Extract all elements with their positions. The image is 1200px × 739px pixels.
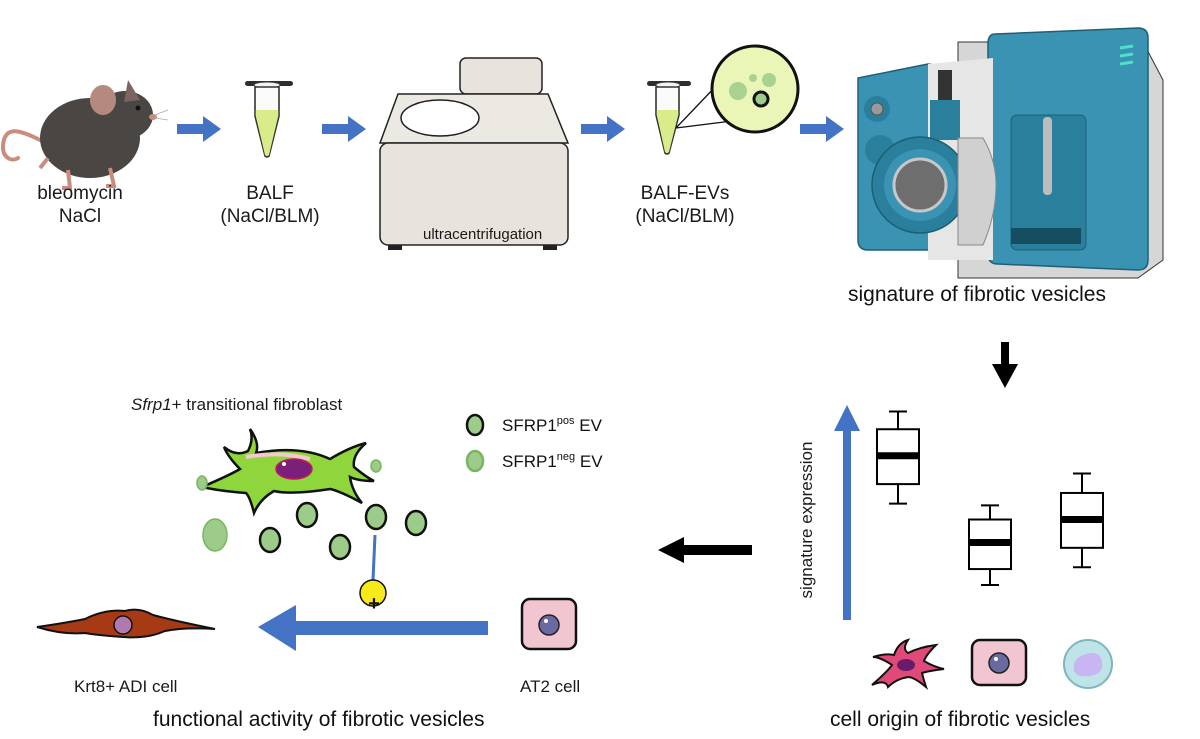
legend-pos-sup: pos bbox=[556, 414, 575, 427]
cell-origin-caption: cell origin of fibrotic vesicles bbox=[830, 708, 1091, 731]
transitional-fibroblast-icon bbox=[196, 428, 428, 561]
balf-label-line1: BALF bbox=[246, 183, 294, 204]
ev-pos-icon bbox=[465, 413, 485, 437]
at2-cell-icon bbox=[520, 597, 578, 651]
ev-legend: SFRP1pos EV SFRP1neg EV bbox=[464, 410, 603, 476]
at2-cell-label: AT2 cell bbox=[520, 677, 581, 696]
at2-cell-icon-origin bbox=[970, 638, 1028, 687]
differentiation-arrow bbox=[258, 605, 488, 651]
signature-caption: signature of fibrotic vesicles bbox=[848, 283, 1106, 306]
ev-neg-icon bbox=[465, 449, 485, 473]
activation-connector bbox=[359, 534, 387, 607]
immune-cell-icon bbox=[1063, 639, 1113, 689]
mouse-label-line1: bleomycin bbox=[37, 183, 123, 204]
functional-caption: functional activity of fibrotic vesicles bbox=[153, 708, 485, 731]
balf-label: BALF (NaCl/BLM) bbox=[210, 182, 330, 228]
boxplot-chart bbox=[876, 410, 1104, 586]
plus-sign: + bbox=[368, 593, 380, 615]
ultracentrifuge-icon bbox=[378, 57, 570, 250]
flow-arrow-3 bbox=[581, 116, 625, 142]
process-arrow-down bbox=[992, 342, 1018, 388]
legend-label-neg: SFRP1neg EV bbox=[502, 451, 603, 472]
legend-pos-suffix: EV bbox=[579, 415, 602, 435]
fibroblast-label: Sfrp1+ transitional fibroblast bbox=[131, 395, 342, 415]
mass-spectrometer-icon bbox=[857, 27, 1164, 279]
fibroblast-label-gene: Sfrp1 bbox=[131, 395, 172, 414]
legend-pos-name: SFRP1 bbox=[502, 415, 557, 435]
legend-neg-sup: neg bbox=[556, 450, 576, 463]
ultracentrifugation-label: ultracentrifugation bbox=[423, 226, 543, 243]
legend-label-pos: SFRP1pos EV bbox=[502, 415, 602, 436]
balf-evs-label-line2: (NaCl/BLM) bbox=[635, 206, 735, 227]
fibroblast-label-rest: + transitional fibroblast bbox=[171, 395, 343, 414]
tube-with-magnifier-icon bbox=[647, 44, 800, 155]
fibroblast-icon bbox=[871, 638, 945, 691]
mouse-label-line2: NaCl bbox=[58, 206, 102, 227]
adi-cell-label: Krt8+ ADI cell bbox=[74, 677, 178, 696]
signature-expression-axis-label: signature expression bbox=[797, 441, 816, 599]
adi-cell-icon bbox=[36, 608, 216, 639]
process-arrow-left bbox=[658, 537, 752, 563]
mouse-icon bbox=[0, 80, 169, 190]
balf-evs-label-line1: BALF-EVs bbox=[640, 183, 730, 204]
signature-expression-arrow bbox=[834, 405, 860, 620]
flow-arrow-2 bbox=[322, 116, 366, 142]
flow-arrow-1 bbox=[177, 116, 221, 142]
legend-item-neg: SFRP1neg EV bbox=[464, 446, 603, 476]
legend-item-pos: SFRP1pos EV bbox=[464, 410, 603, 440]
balf-evs-label: BALF-EVs (NaCl/BLM) bbox=[625, 182, 745, 228]
legend-neg-name: SFRP1 bbox=[502, 451, 557, 471]
flow-arrow-4 bbox=[800, 116, 844, 142]
legend-neg-suffix: EV bbox=[579, 451, 603, 471]
tube-icon bbox=[245, 81, 293, 158]
balf-label-line2: (NaCl/BLM) bbox=[220, 206, 320, 227]
mouse-label: bleomycin NaCl bbox=[20, 182, 140, 228]
